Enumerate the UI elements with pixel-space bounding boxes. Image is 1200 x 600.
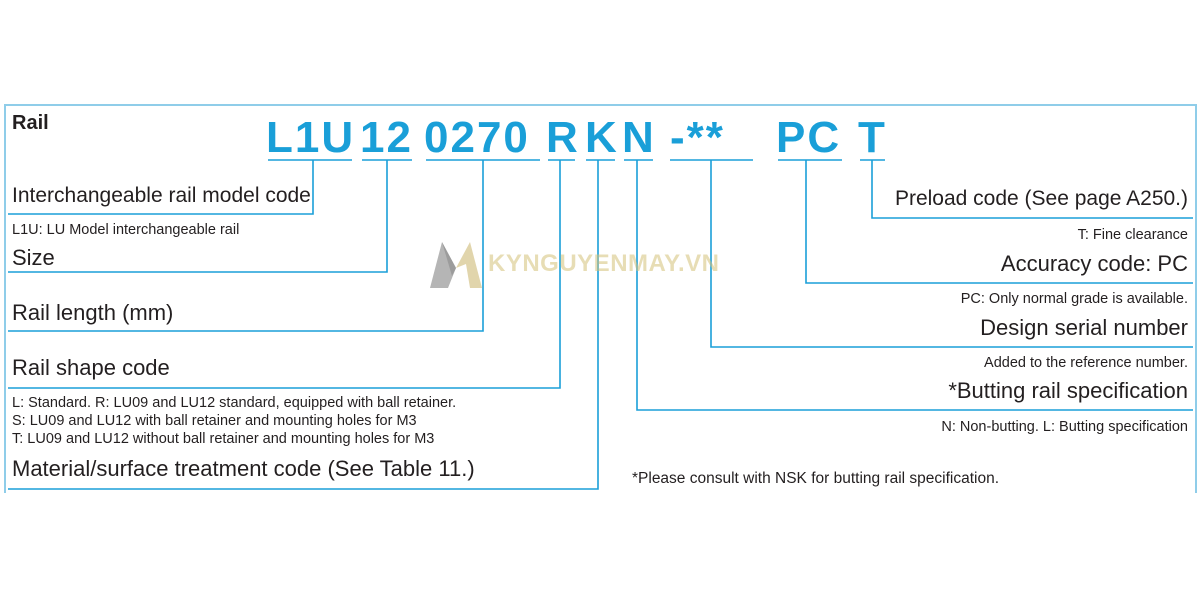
leader-material (8, 160, 599, 490)
label-rail-length: Rail length (mm) (12, 300, 174, 325)
leader-accuracy (805, 160, 1193, 284)
code-shape: R (546, 113, 580, 162)
label-model-code: Interchangeable rail model code (12, 184, 311, 207)
frame (4, 104, 1197, 493)
code-size: 12 (360, 113, 413, 162)
leader-model (8, 160, 314, 215)
note-shape-t: T: LU09 and LU12 without ball retainer a… (12, 431, 435, 447)
label-rail-shape: Rail shape code (12, 355, 170, 380)
label-material: Material/surface treatment code (See Tab… (12, 456, 475, 481)
code-butting: N (622, 113, 656, 162)
label-butting-rail: *Butting rail specification (948, 378, 1188, 403)
note-shape-l-r: L: Standard. R: LU09 and LU12 standard, … (12, 395, 457, 411)
leader-serial (710, 160, 1193, 348)
note-model-code: L1U: LU Model interchangeable rail (12, 222, 240, 238)
code-material: K (585, 113, 619, 162)
note-accuracy-code: PC: Only normal grade is available. (960, 291, 1188, 307)
footnote: *Please consult with NSK for butting rai… (632, 470, 1000, 487)
leader-butting (636, 160, 1193, 411)
label-accuracy-code: Accuracy code: PC (1000, 251, 1188, 276)
code-model: L1U (266, 113, 356, 162)
label-design-serial: Design serial number (980, 315, 1188, 340)
leader-size (8, 160, 388, 273)
note-design-serial: Added to the reference number. (984, 355, 1188, 371)
watermark: KYNGUYENMAY.VN (428, 238, 720, 290)
note-preload-code: T: Fine clearance (1077, 227, 1188, 243)
note-butting-rail: N: Non-butting. L: Butting specification (941, 419, 1188, 435)
watermark-text: KYNGUYENMAY.VN (488, 250, 720, 277)
label-preload-code: Preload code (See page A250.) (894, 187, 1188, 210)
diagram-title: Rail (12, 112, 49, 134)
code-length: 0270 (424, 113, 530, 162)
label-size: Size (12, 245, 55, 270)
note-shape-s: S: LU09 and LU12 with ball retainer and … (12, 413, 417, 429)
code-accuracy: PC (776, 113, 842, 162)
leader-preload (871, 160, 1193, 219)
code-serial: -** (670, 113, 725, 162)
code-preload: T (858, 113, 887, 162)
leader-length (8, 160, 484, 332)
watermark-logo-icon (430, 242, 482, 288)
leader-shape (8, 160, 561, 389)
